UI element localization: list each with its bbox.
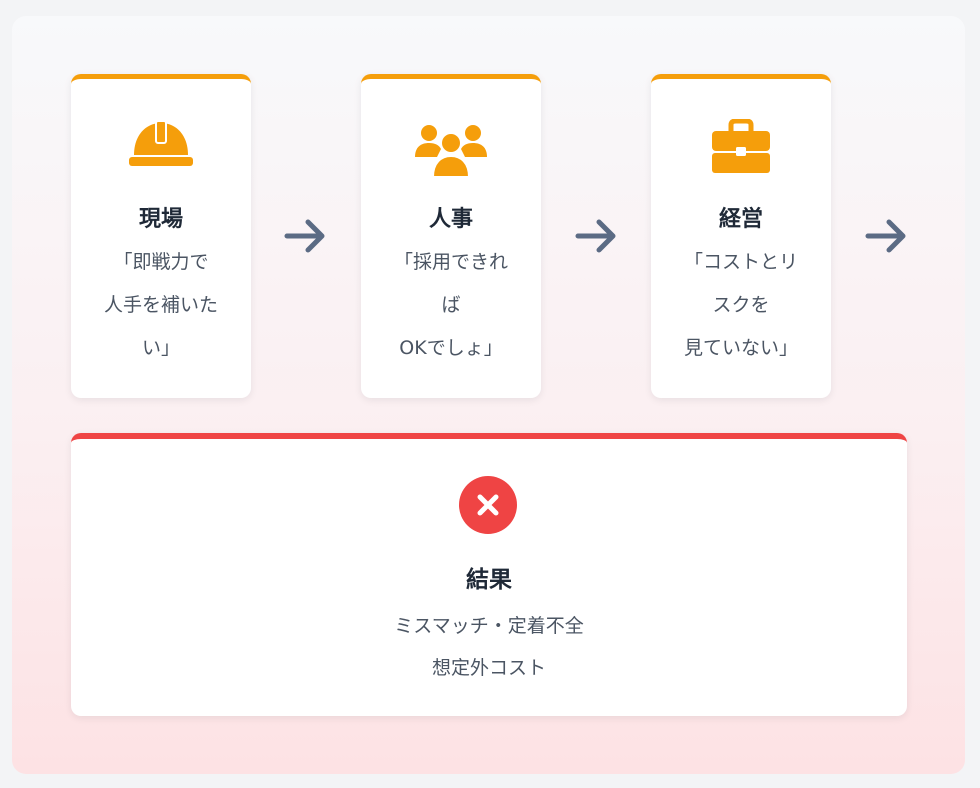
card-title: 経営 [718,207,763,232]
arrow-right-icon [284,219,325,253]
card-title: 人事 [428,207,473,232]
card-title: 現場 [138,207,183,232]
x-circle-icon [459,476,517,534]
result-line: 想定外コスト [431,657,546,679]
card-jinji: 人事 「採用できれ ば OKでしょ」 [361,74,541,398]
result-line: ミスマッチ・定着不全 [394,615,584,637]
card-description: 「コストとリ スクを 見ていない」 [683,251,798,359]
card-description: 「即戦力で 人手を補いた い」 [103,251,218,359]
result-card: 結果 ミスマッチ・定着不全 想定外コスト [71,433,907,716]
result-title: 結果 [466,567,512,593]
arrow-right-icon [865,219,906,253]
arrow-right-icon [575,219,616,253]
card-description: 「採用できれ ば OKでしょ」 [393,251,508,359]
card-keiei: 経営 「コストとリ スクを 見ていない」 [651,74,831,398]
users-group-icon [361,119,541,181]
briefcase-icon [651,119,831,181]
card-genba: 現場 「即戦力で 人手を補いた い」 [71,74,251,398]
hard-hat-icon [71,119,251,181]
